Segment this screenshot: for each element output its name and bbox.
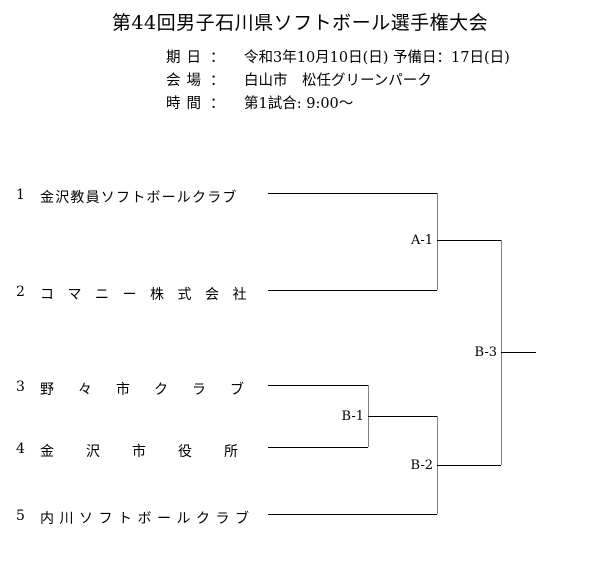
team-name-3: 野々市クラブ (40, 382, 268, 398)
team-name-1: 金沢教員ソフトボールクラブ (40, 190, 238, 206)
info-value-time: 第1試合: 9:00〜 (244, 96, 354, 112)
info-row-time: 時間 ： 第1試合: 9:00〜 (166, 93, 510, 116)
info-row-venue: 会場 ： 白山市 松任グリーンパーク (166, 70, 510, 93)
advance-line-b2 (437, 465, 501, 466)
seed-number-4: 4 (16, 441, 25, 457)
info-row-date: 期日 ： 令和3年10月10日(日) 予備日：17日(日) (166, 47, 510, 70)
advance-line-a1 (437, 240, 501, 241)
info-colon-venue: ： (210, 73, 225, 89)
event-info-block: 期日 ： 令和3年10月10日(日) 予備日：17日(日) 会場 ： 白山市 松… (166, 47, 510, 116)
info-label-venue: 会場 (166, 73, 207, 89)
seed-number-2: 2 (16, 284, 25, 300)
seed-number-5: 5 (16, 508, 25, 524)
info-colon-time: ： (210, 96, 225, 112)
seed-number-1: 1 (16, 187, 25, 203)
champion-line (501, 352, 536, 353)
advance-line-b1 (368, 416, 437, 417)
info-value-venue: 白山市 松任グリーンパーク (244, 73, 432, 89)
match-label-b1: B-1 (341, 409, 364, 424)
feed-line-team-4 (268, 447, 368, 448)
match-label-b3: B-3 (474, 345, 497, 360)
team-name-5: 内川ソフトボールクラブ (40, 511, 255, 527)
info-label-time: 時間 (166, 96, 207, 112)
info-value-date: 令和3年10月10日(日) 予備日：17日(日) (244, 50, 510, 66)
page-title: 第44回男子石川県ソフトボール選手権大会 (111, 12, 489, 34)
connector-a1 (437, 193, 438, 290)
team-name-2: コマニー株式会社 (40, 287, 260, 303)
match-label-a1: A-1 (410, 233, 433, 248)
feed-line-team-5 (268, 514, 437, 515)
info-colon-date: ： (210, 50, 225, 66)
team-name-4: 金沢市役所 (40, 444, 270, 460)
feed-line-team-3 (268, 385, 368, 386)
match-label-b2: B-2 (410, 458, 433, 473)
info-label-date: 期日 (166, 50, 207, 66)
feed-line-team-1 (268, 193, 437, 194)
seed-number-3: 3 (16, 379, 25, 395)
feed-line-team-2 (268, 290, 437, 291)
